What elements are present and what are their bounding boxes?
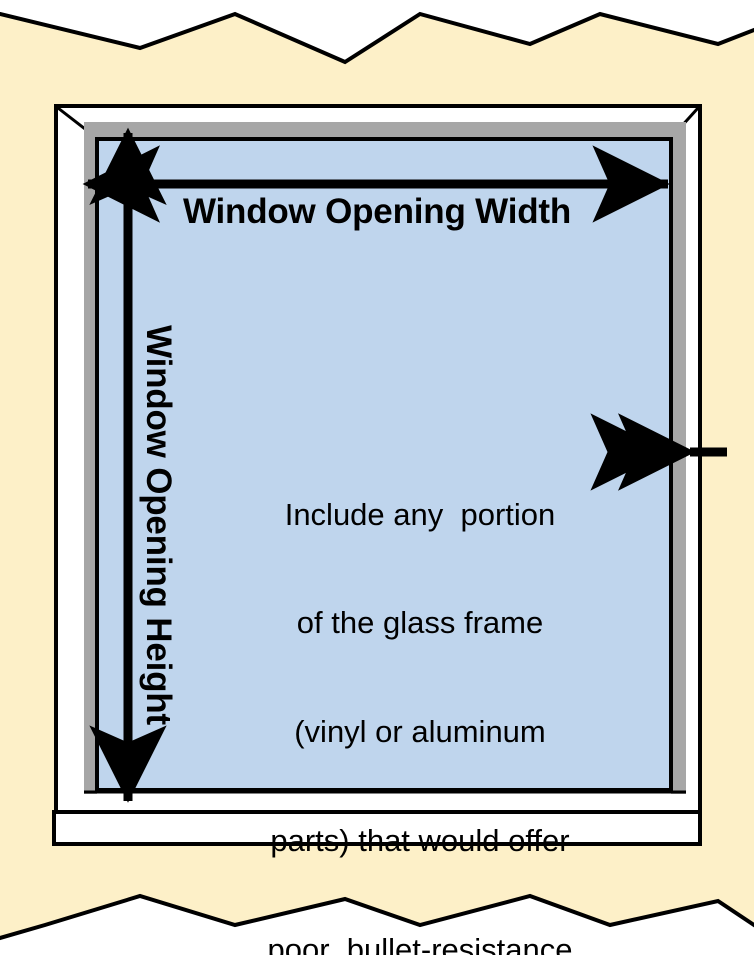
window-sill-group [52,810,702,846]
glass-pane-group [84,137,686,794]
wall-torn-edge-top [0,11,754,65]
window-sill [52,810,702,846]
wall-torn-edge-bottom [0,893,754,941]
dimension-arrows-group [82,127,727,803]
glass-pane [95,137,673,792]
